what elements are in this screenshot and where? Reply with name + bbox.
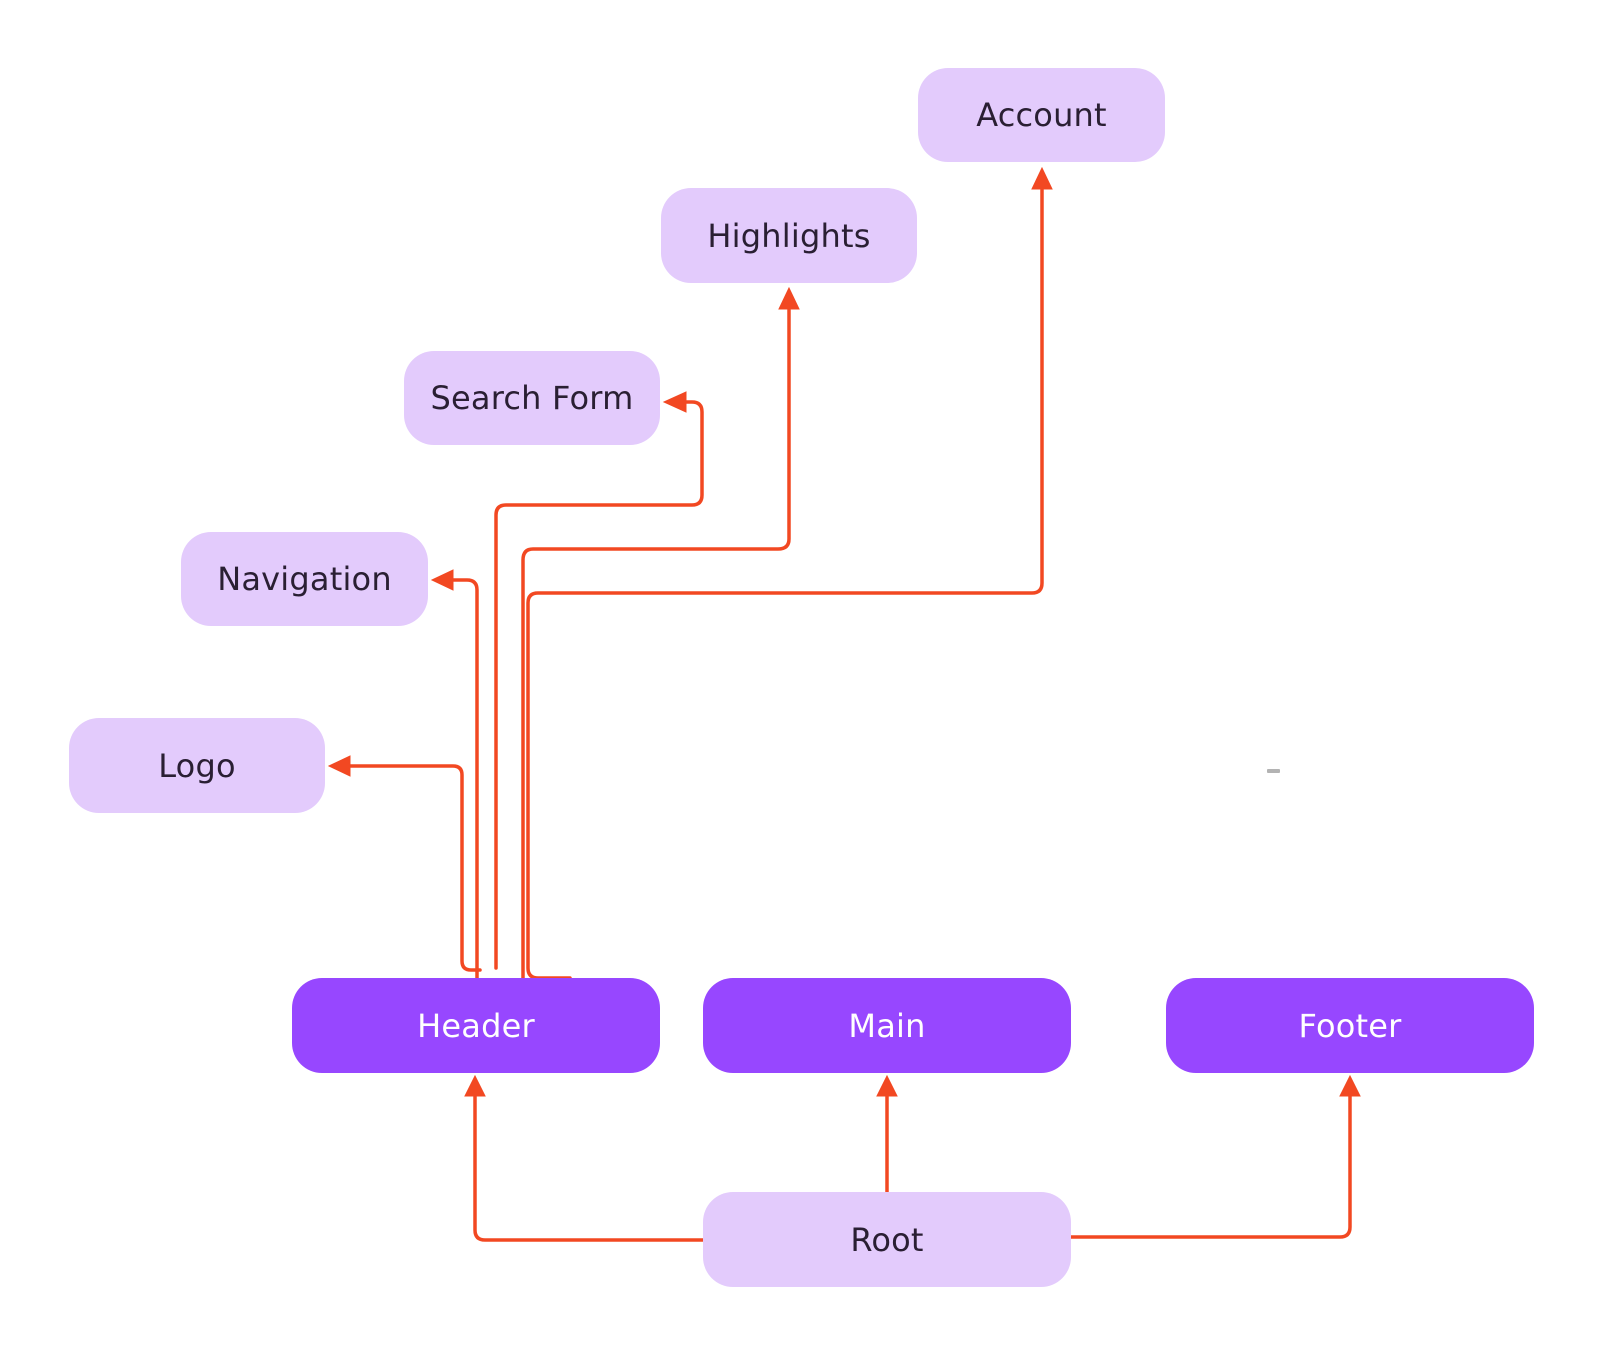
node-root[interactable]: Root: [703, 1192, 1071, 1287]
node-main[interactable]: Main: [703, 978, 1071, 1073]
node-footer[interactable]: Footer: [1166, 978, 1534, 1073]
node-search-form[interactable]: Search Form: [404, 351, 660, 445]
node-account-label: Account: [976, 96, 1107, 134]
arrowhead-logo-icon: [327, 755, 351, 777]
edge-root-footer: [1069, 1093, 1352, 1239]
node-footer-label: Footer: [1298, 1006, 1402, 1045]
edge-header-search-form: [494, 400, 704, 970]
edge-root-header: [473, 1093, 705, 1242]
node-account[interactable]: Account: [918, 68, 1165, 162]
arrowhead-search-form-icon: [662, 391, 687, 413]
node-main-label: Main: [848, 1006, 926, 1045]
node-navigation[interactable]: Navigation: [181, 532, 428, 626]
arrowhead-account-icon: [1031, 166, 1053, 190]
stray-mark: [1267, 769, 1280, 773]
arrowhead-main-icon: [876, 1074, 898, 1097]
edge-header-navigation: [451, 578, 479, 980]
node-header-label: Header: [417, 1006, 535, 1045]
arrowhead-navigation-icon: [430, 569, 454, 591]
node-header[interactable]: Header: [292, 978, 660, 1073]
edge-header-highlights: [521, 308, 791, 980]
arrowhead-header-icon: [464, 1074, 486, 1097]
edge-header-account: [526, 188, 1044, 980]
node-logo[interactable]: Logo: [69, 718, 325, 813]
arrowhead-footer-icon: [1339, 1074, 1361, 1097]
node-root-label: Root: [850, 1220, 924, 1259]
node-highlights[interactable]: Highlights: [661, 188, 917, 283]
node-search-form-label: Search Form: [430, 379, 634, 417]
node-highlights-label: Highlights: [707, 216, 871, 255]
edge-header-logo: [348, 764, 482, 972]
arrowhead-highlights-icon: [778, 286, 800, 310]
node-logo-label: Logo: [158, 746, 236, 785]
node-navigation-label: Navigation: [217, 560, 392, 598]
